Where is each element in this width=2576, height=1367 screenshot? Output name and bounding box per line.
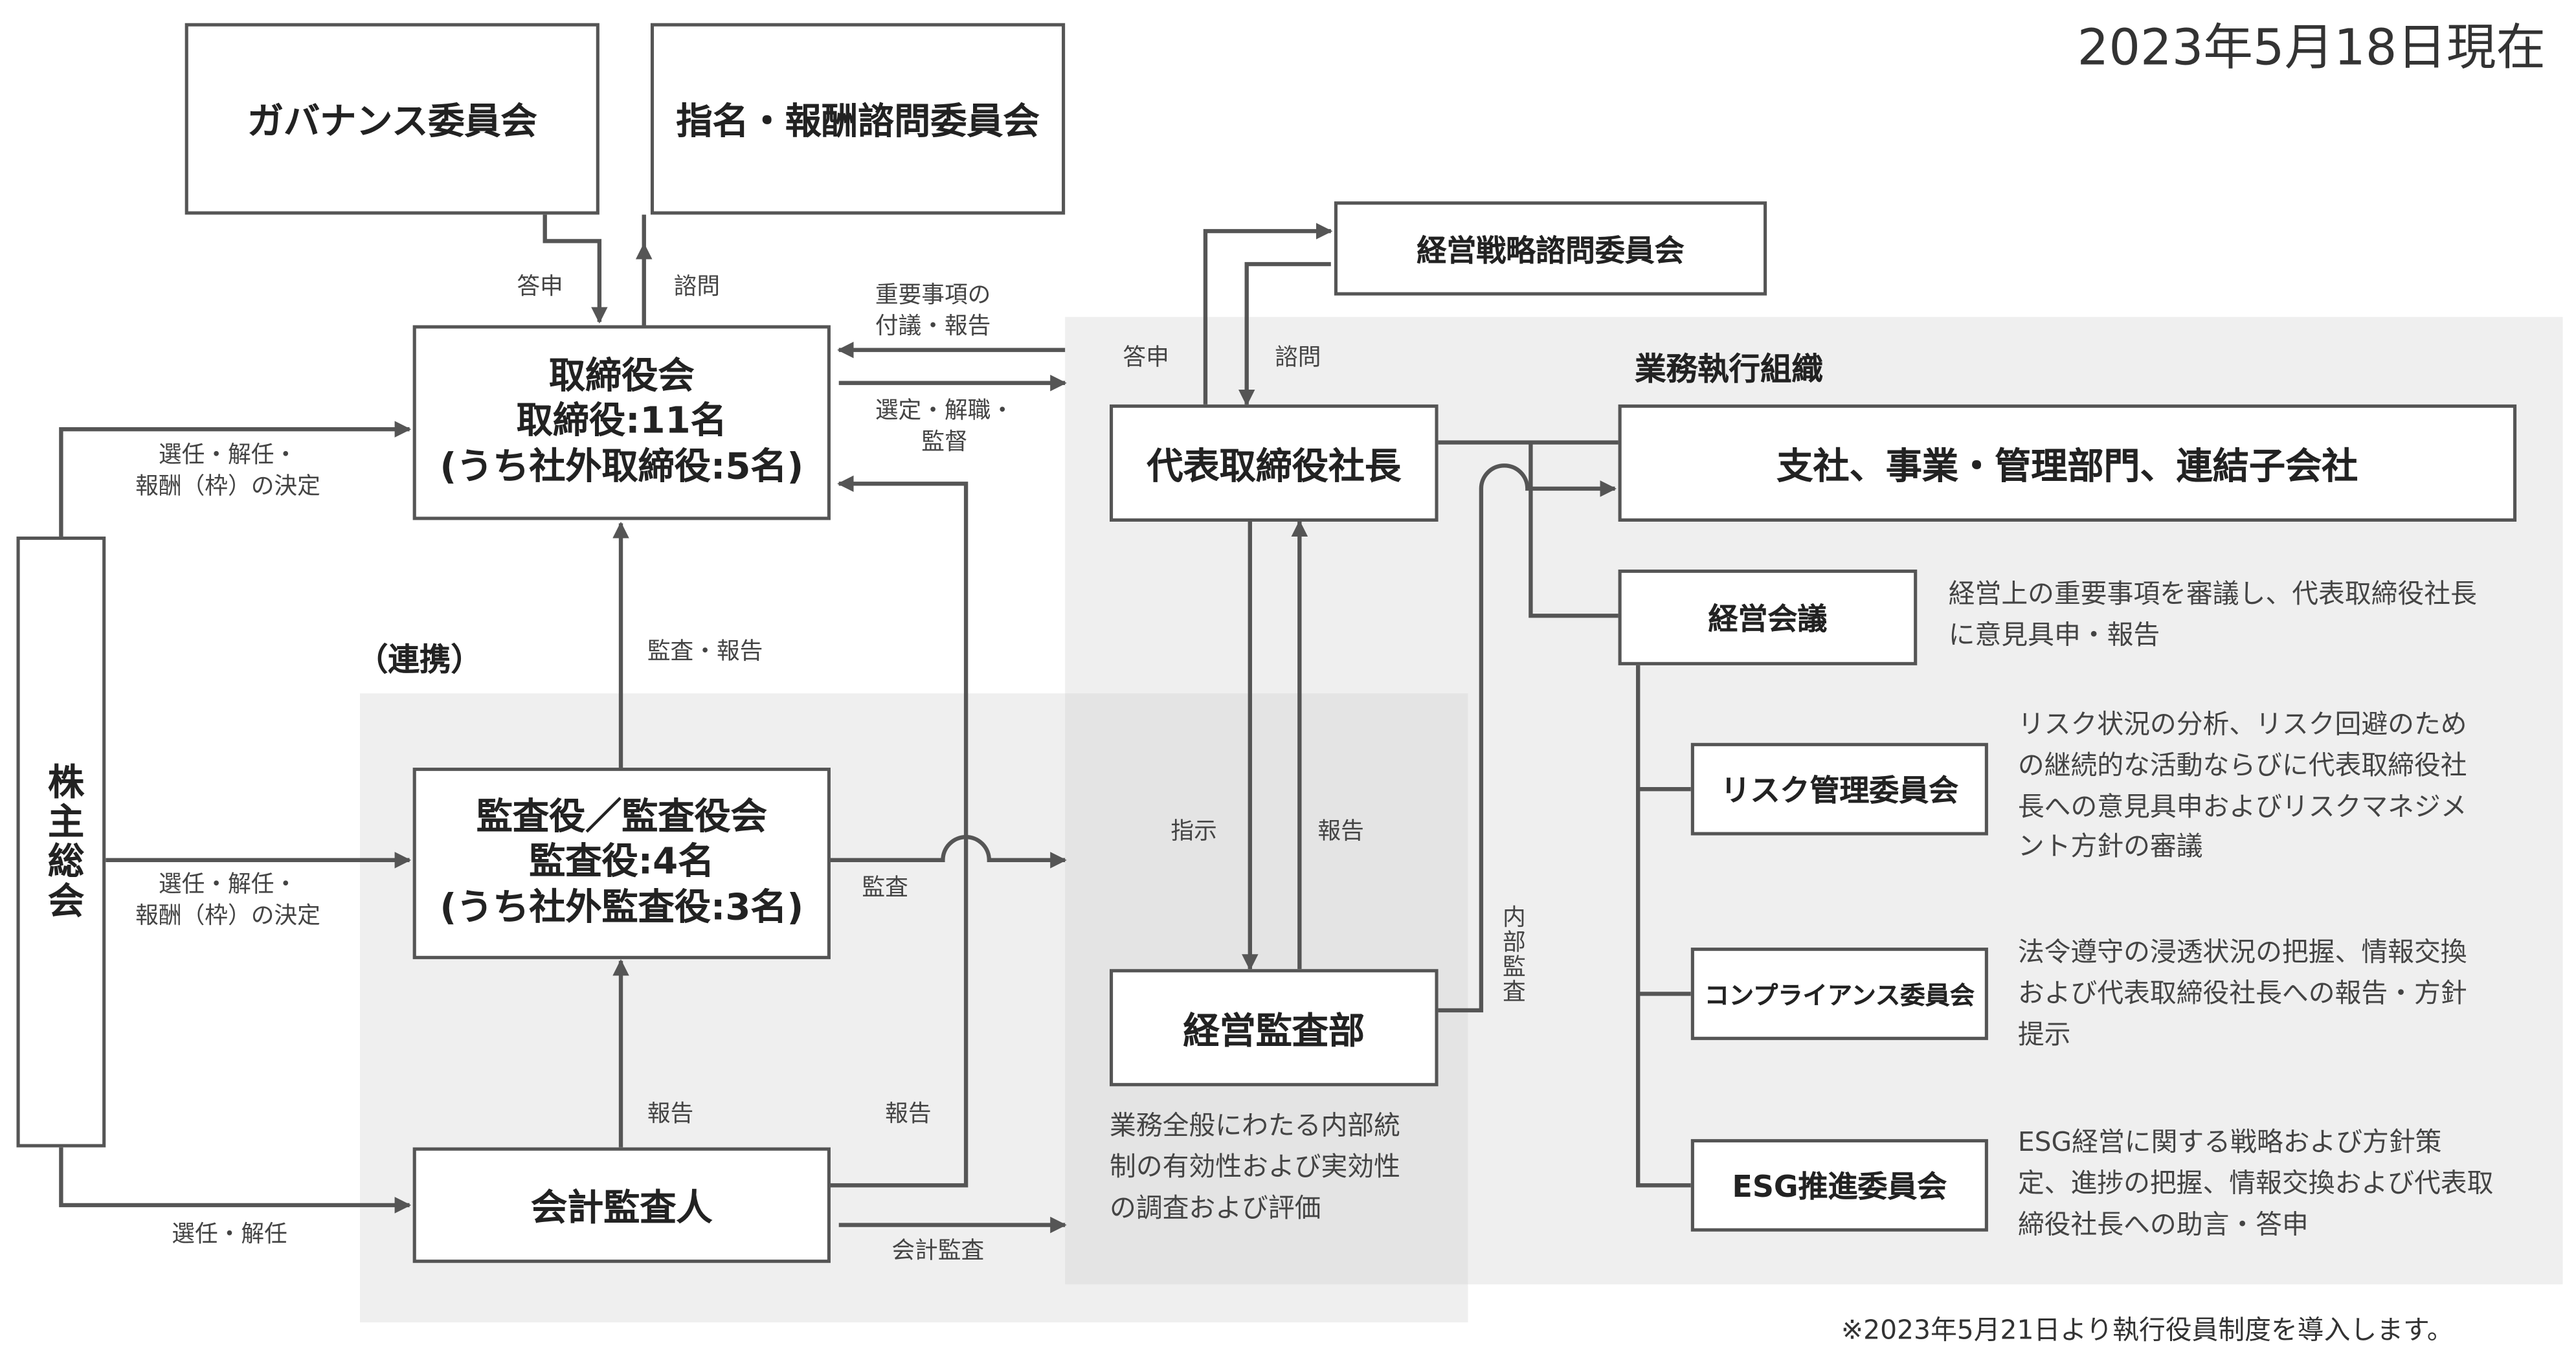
strategy-advisory-committee-label: 経営戦略諮問委員会: [1417, 233, 1685, 269]
nomination-compensation-committee-box[interactable]: 指名・報酬諮問委員会: [650, 23, 1066, 215]
shimon-label-top: 諮問: [673, 274, 721, 301]
esg-committee-box[interactable]: ESG推進委員会: [1690, 1139, 1988, 1232]
president-label: 代表取締役社長: [1147, 446, 1402, 488]
management-meeting-description: 経営上の重要事項を審議し、代表取締役社長 に意見具申・報告: [1949, 575, 2477, 656]
auditors-outside-count: (うち社外監査役:3名): [440, 887, 804, 929]
internal-audit-label: 経営監査部: [1183, 1011, 1365, 1053]
esg-desc-line2: 定、進捗の把握、情報交換および代表取: [2017, 1166, 2494, 1199]
compliance-committee-box[interactable]: コンプライアンス委員会: [1690, 948, 1988, 1040]
esg-desc-line1: ESG経営に関する戦略および方針策: [2017, 1126, 2442, 1157]
risk-committee-description: リスク状況の分析、リスク回避のため の継続的な活動ならびに代表取締役社 長への意…: [2018, 705, 2467, 869]
auditors-box[interactable]: 監査役／監査役会 監査役:4名 (うち社外監査役:3名): [412, 768, 831, 959]
important-matters-line2: 付議・報告: [875, 313, 991, 340]
esg-committee-label: ESG推進委員会: [1732, 1170, 1947, 1205]
internal-audit-vertical-label: 内部監査: [1499, 904, 1526, 1004]
elect-board-label: 選任・解任・ 報酬（枠）の決定: [135, 441, 320, 503]
toshin-label-top: 答申: [517, 274, 563, 301]
business-units-label: 支社、事業・管理部門、連結子会社: [1776, 446, 2358, 488]
elect-auditors-line1: 選任・解任・: [158, 871, 298, 898]
internal-audit-desc-line2: 制の有効性および実効性: [1110, 1150, 1400, 1182]
board-count: 取締役:11名: [516, 401, 727, 443]
appoint-dismiss-line1: 選定・解職・: [875, 397, 1014, 425]
governance-committee-box[interactable]: ガバナンス委員会: [185, 23, 599, 215]
business-units-box[interactable]: 支社、事業・管理部門、連結子会社: [1618, 404, 2517, 522]
elect-board-line2: 報酬（枠）の決定: [135, 473, 320, 500]
as-of-date: 2023年5月18日現在: [2077, 19, 2546, 78]
internal-audit-box[interactable]: 経営監査部: [1110, 969, 1439, 1087]
compliance-desc-line2: および代表取締役社長への報告・方針: [2017, 977, 2467, 1008]
report-internal-audit-label: 報告: [1317, 819, 1364, 845]
audit-report-label: 監査・報告: [647, 639, 763, 665]
risk-committee-box[interactable]: リスク管理委員会: [1690, 742, 1988, 836]
risk-desc-line1: リスク状況の分析、リスク回避のため: [2017, 708, 2467, 740]
nomination-compensation-committee-label: 指名・報酬諮問委員会: [676, 102, 1040, 144]
important-matters-line1: 重要事項の: [875, 282, 991, 309]
important-matters-label: 重要事項の 付議・報告: [875, 281, 991, 343]
shareholders-meeting-box[interactable]: 株主総会: [16, 536, 106, 1148]
compliance-desc-line3: 提示: [2017, 1017, 2071, 1050]
management-meeting-desc-line2: に意見具申・報告: [1948, 618, 2160, 650]
elect-accounting-label: 選任・解任: [172, 1221, 287, 1249]
management-meeting-label: 経営会議: [1708, 602, 1828, 638]
risk-desc-line4: ント方針の審議: [2017, 830, 2203, 863]
kansa-label: 監査: [862, 874, 908, 902]
board-outside-count: (うち社外取締役:5名): [440, 447, 804, 489]
report-accounting-to-auditors-label: 報告: [647, 1101, 694, 1128]
governance-committee-label: ガバナンス委員会: [247, 102, 537, 144]
board-of-directors-box[interactable]: 取締役会 取締役:11名 (うち社外取締役:5名): [412, 325, 831, 520]
appoint-dismiss-line2: 監督: [921, 428, 968, 456]
strategy-advisory-committee-box[interactable]: 経営戦略諮問委員会: [1334, 201, 1767, 296]
internal-audit-description: 業務全般にわたる内部統 制の有効性および実効性 の調査および評価: [1110, 1106, 1400, 1229]
auditors-count: 監査役:4名: [529, 842, 715, 884]
renkei-label: （連携）: [356, 642, 482, 679]
compliance-desc-line1: 法令遵守の浸透状況の把握、情報交換: [2017, 936, 2467, 968]
accounting-auditor-label: 会計監査人: [530, 1188, 713, 1230]
president-box[interactable]: 代表取締役社長: [1110, 404, 1439, 522]
auditors-title: 監査役／監査役会: [476, 797, 767, 839]
footnote: ※2023年5月21日より執行役員制度を導入します。: [1841, 1314, 2454, 1346]
management-meeting-desc-line1: 経営上の重要事項を審議し、代表取締役社長: [1948, 577, 2477, 610]
esg-desc-line3: 締役社長への助言・答申: [2017, 1208, 2309, 1239]
shareholders-meeting-label: 株主総会: [41, 762, 83, 922]
internal-audit-desc-line3: の調査および評価: [1110, 1191, 1321, 1223]
elect-auditors-line2: 報酬（枠）の決定: [135, 902, 320, 929]
report-accounting-to-board-label: 報告: [885, 1101, 932, 1128]
elect-board-line1: 選任・解任・: [158, 442, 298, 469]
board-title: 取締役会: [549, 356, 695, 398]
appoint-dismiss-label: 選定・解職・ 監督: [875, 396, 1014, 458]
management-meeting-box[interactable]: 経営会議: [1618, 569, 1918, 665]
internal-audit-desc-line1: 業務全般にわたる内部統: [1110, 1109, 1400, 1141]
risk-desc-line2: の継続的な活動ならびに代表取締役社: [2017, 749, 2467, 781]
compliance-committee-description: 法令遵守の浸透状況の把握、情報交換 および代表取締役社長への報告・方針 提示: [2018, 933, 2467, 1056]
toshin-label-exec: 答申: [1123, 345, 1169, 372]
risk-committee-label: リスク管理委員会: [1720, 774, 1959, 809]
shimon-label-exec: 諮問: [1275, 345, 1321, 372]
exec-org-label: 業務執行組織: [1635, 351, 1823, 388]
compliance-committee-label: コンプライアンス委員会: [1704, 979, 1975, 1010]
instruct-label: 指示: [1170, 819, 1217, 845]
risk-desc-line3: 長への意見具申およびリスクマネジメ: [2017, 790, 2467, 822]
elect-auditors-label: 選任・解任・ 報酬（枠）の決定: [135, 870, 320, 932]
accounting-audit-label: 会計監査: [891, 1238, 985, 1265]
accounting-auditor-box[interactable]: 会計監査人: [412, 1147, 831, 1263]
esg-committee-description: ESG経営に関する戦略および方針策 定、進捗の把握、情報交換および代表取 締役社…: [2018, 1122, 2494, 1245]
